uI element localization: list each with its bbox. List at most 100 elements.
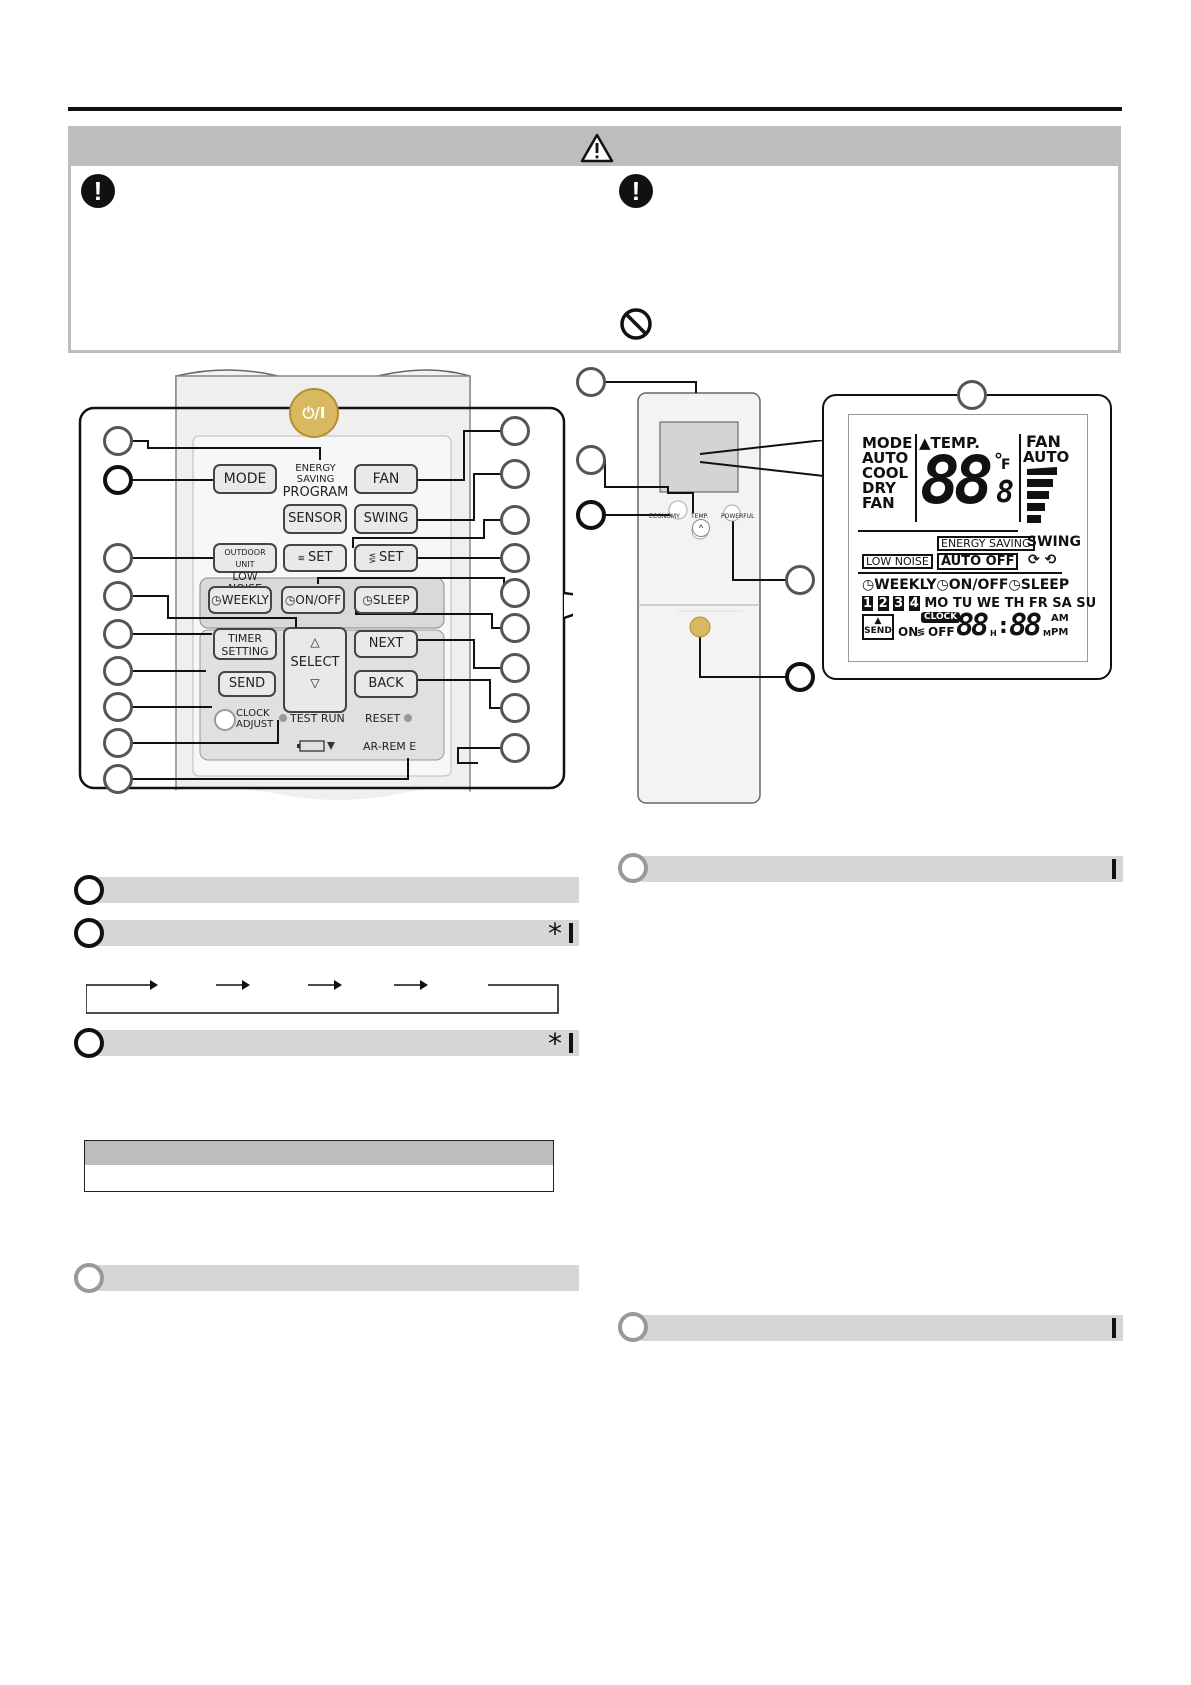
setting-text: SETTING [221,645,269,658]
lcd-off: OFF [928,625,955,639]
down-arrow-icon[interactable]: ▽ [310,676,320,690]
lcd-divider [1019,434,1021,522]
callout-circle [500,693,530,723]
lcd-day: FR [1028,596,1048,611]
lcd-auto-off: AUTO OFF [937,553,1019,570]
section-asterisk: * [548,1027,562,1060]
weekly-button[interactable]: ◷WEEKLY [208,586,272,614]
lcd-clock: CLOCK [921,612,961,623]
section-bar [641,1315,1123,1341]
callout-circle [500,733,530,763]
up-arrow-icon: ▲ [874,616,882,626]
callout-circle [103,692,133,722]
callout-circle [103,728,133,758]
section-marker [569,923,573,943]
select-button[interactable]: △ SELECT ▽ [283,627,347,713]
on-off-timer-button[interactable]: ◷ON/OFF [281,586,345,614]
temp-label: TEMP. [691,513,709,520]
callout-circle [576,445,606,475]
lcd-days-row: 1 2 3 4 MO TU WE TH FR SA SU [862,596,1096,611]
callout-circle [576,367,606,397]
lcd-am: AM [1051,613,1069,624]
clock-text: CLOCK [236,708,270,719]
arrow-right-icon [86,980,158,990]
callout-circle [785,662,815,692]
section-number-circle [618,853,648,883]
lcd-time-hours: 88 [956,608,989,643]
lcd-sleep: SLEEP [1020,577,1070,593]
lcd-fan-bars-icon [1027,467,1057,523]
section-bar [96,877,579,903]
table-header-row [84,1140,554,1166]
section-bar [96,920,579,946]
next-button[interactable]: NEXT [354,630,418,658]
fan-button[interactable]: FAN [354,464,418,494]
lcd-unit-f: F [1001,457,1011,473]
send-button[interactable]: SEND [218,671,276,697]
lcd-day: SU [1076,596,1097,611]
top-rule [68,107,1122,111]
callout-circle [103,656,133,686]
reset-button[interactable] [404,714,412,722]
callout-circle [500,578,530,608]
back-button[interactable]: BACK [354,670,418,698]
lcd-temp-digits: 88 [920,442,994,519]
economy-label: ECONOMY [649,513,680,520]
vertical-airflow-icon: ≋ [297,554,308,564]
lcd-mode-fan: FAN [862,494,895,512]
lcd-program-number: 2 [877,596,889,611]
clock-adjust-button[interactable] [214,709,236,731]
remote-full-outline [604,381,793,804]
on-off-text: ON/OFF [295,593,342,607]
lcd-day: SA [1052,596,1072,611]
select-text: SELECT [290,655,340,670]
section-number-circle [618,1312,648,1342]
lcd-program-number: 4 [908,596,920,611]
lcd-weekly: WEEKLY [874,577,937,593]
remote-full-figure: ECONOMY TEMP. POWERFUL ^ [576,365,818,805]
set-text: SET [378,550,404,565]
mandatory-icon: ! [81,174,115,208]
horizontal-set-button[interactable]: ⋚ SET [354,544,418,572]
swing-button[interactable]: SWING [354,504,418,534]
callout-circle [103,581,133,611]
prohibition-icon [620,308,652,340]
clock-icon: ◷ [284,593,296,607]
caution-box: ! ! [68,126,1121,353]
temp-up-button[interactable]: ^ [692,519,710,537]
display-closeup-frame: MODE AUTO COOL DRY FAN ▲TEMP. 88 8 ° F F… [822,380,1112,680]
lcd-day: MO [924,596,949,611]
lcd-program-number: 1 [862,596,874,611]
section-number-circle [74,1263,104,1293]
lcd-mode-label: MODE [862,434,913,452]
power-button[interactable]: ⏻/I [289,388,339,438]
clock-icon: ◷ [362,593,373,607]
lcd-temp-text: TEMP. [930,434,980,452]
arrow-right-icon [216,980,250,990]
vertical-set-button[interactable]: ≋ SET [283,544,347,572]
lcd-timer-row: ◷WEEKLY◷ON/OFF◷SLEEP [862,578,1069,592]
display-connector [700,440,824,477]
outdoor-unit-low-noise-button[interactable]: OUTDOOR UNIT LOW NOISE [213,543,277,595]
lcd-program-number: 3 [893,596,905,611]
weekly-text: WEEKLY [221,593,269,607]
timer-setting-button[interactable]: TIMER SETTING [213,628,277,660]
lcd-temp-decimal: 8 [996,475,1015,510]
sleep-button[interactable]: ◷SLEEP [354,586,418,614]
lcd-mode-auto: AUTO [862,449,909,467]
lcd-panel [848,414,1088,662]
outdoor-unit-text: OUTDOOR UNIT [224,548,266,569]
sensor-button[interactable]: SENSOR [283,504,347,534]
mode-cycle-diagram [86,980,559,1014]
section-number-circle [74,875,104,905]
swing-icon: ⟳ ⟲ [1028,552,1057,568]
lcd-divider [915,434,917,522]
lcd-mode-cool: COOL [862,464,909,482]
up-arrow-icon[interactable]: △ [310,635,320,649]
callout-circle [103,619,133,649]
mode-button[interactable]: MODE [213,464,277,494]
test-run-button[interactable] [279,714,287,722]
lcd-unit-degree: ° [994,450,1003,471]
clock-adjust-label: CLOCK ADJUST [236,708,273,730]
lcd-day: TH [1004,596,1025,611]
